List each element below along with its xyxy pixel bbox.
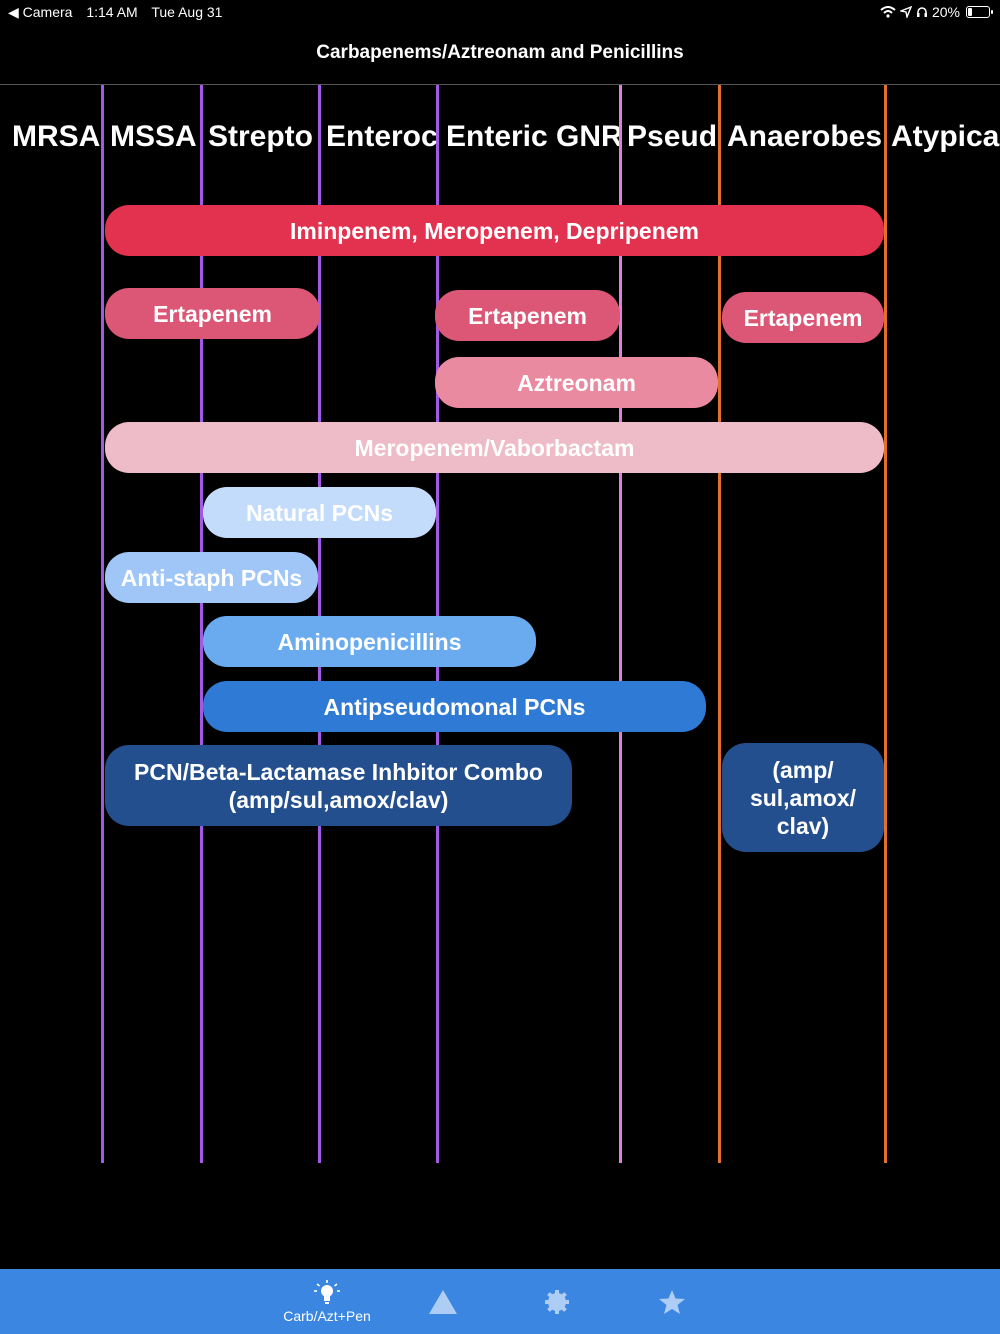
tab-carb-azt-pen[interactable]: Carb/Azt+Pen: [277, 1269, 377, 1334]
drug-bar-carbapenems[interactable]: Iminpenem, Meropenem, Depripenem: [105, 205, 884, 256]
nav-divider: [0, 84, 1000, 85]
drug-bar-anti-staph-pcns[interactable]: Anti-staph PCNs: [105, 552, 318, 603]
column-header-mrsa: MRSA: [12, 120, 101, 153]
triangle-icon: [429, 1289, 457, 1314]
tab-triangle[interactable]: [423, 1269, 463, 1334]
tab-star[interactable]: [652, 1269, 692, 1334]
tab-bar: Carb/Azt+Pen: [0, 1269, 1000, 1334]
headphones-icon: [916, 7, 927, 17]
tab-gear[interactable]: [537, 1269, 577, 1334]
status-bar: ◀ Camera 1:14 AM Tue Aug 31 20%: [0, 0, 1000, 24]
drug-bar-ertapenem-gram-pos[interactable]: Ertapenem: [105, 288, 320, 339]
battery-percent: 20%: [931, 4, 960, 20]
column-header-enteroc: Enteroc: [326, 120, 438, 153]
lightbulb-icon: [314, 1279, 340, 1304]
column-divider: [200, 85, 203, 1163]
back-app-label: Camera: [22, 4, 73, 20]
location-icon: [899, 6, 912, 18]
drug-bar-pcn-bli-anaerobes[interactable]: (amp/ sul,amox/ clav): [722, 743, 884, 852]
column-header-anaerobes: Anaerobes: [727, 120, 883, 153]
drug-bar-aztreonam[interactable]: Aztreonam: [435, 357, 718, 408]
status-date: Tue Aug 31: [151, 4, 223, 20]
wifi-icon: [880, 6, 896, 18]
drug-bar-ertapenem-anaerobes[interactable]: Ertapenem: [722, 292, 884, 343]
drug-bar-natural-pcns[interactable]: Natural PCNs: [203, 487, 436, 538]
drug-bar-antipseudomonal-pcns[interactable]: Antipseudomonal PCNs: [203, 681, 706, 732]
drug-bar-ertapenem-gnr[interactable]: Ertapenem: [435, 290, 620, 341]
column-header-enteric-gnr: Enteric GNR: [446, 120, 623, 153]
star-icon: [659, 1289, 685, 1314]
column-header-strepto: Strepto: [208, 120, 313, 153]
column-divider: [619, 85, 622, 1163]
tab-label: Carb/Azt+Pen: [283, 1307, 371, 1324]
column-divider: [884, 85, 887, 1163]
battery-level: [968, 8, 972, 16]
drug-bar-meropenem-vaborbactam[interactable]: Meropenem/Vaborbactam: [105, 422, 884, 473]
back-to-camera-link[interactable]: ◀ Camera: [8, 4, 73, 20]
drug-bar-aminopenicillins[interactable]: Aminopenicillins: [203, 616, 536, 667]
gear-icon: [545, 1289, 569, 1314]
page-title: Carbapenems/Aztreonam and Penicillins: [316, 42, 684, 63]
status-time: 1:14 AM: [86, 4, 138, 20]
column-header-atypical: Atypical: [891, 120, 1000, 153]
column-header-pseud: Pseud: [627, 120, 718, 153]
battery-icon: [966, 6, 993, 18]
column-divider: [718, 85, 721, 1163]
drug-bar-pcn-bli-combo[interactable]: PCN/Beta-Lactamase Inhbitor Combo (amp/s…: [105, 745, 572, 826]
status-left: ◀ Camera 1:14 AM Tue Aug 31: [8, 4, 232, 21]
status-right: 20%: [880, 4, 993, 20]
column-divider: [101, 85, 104, 1163]
column-header-mssa: MSSA: [110, 120, 197, 153]
